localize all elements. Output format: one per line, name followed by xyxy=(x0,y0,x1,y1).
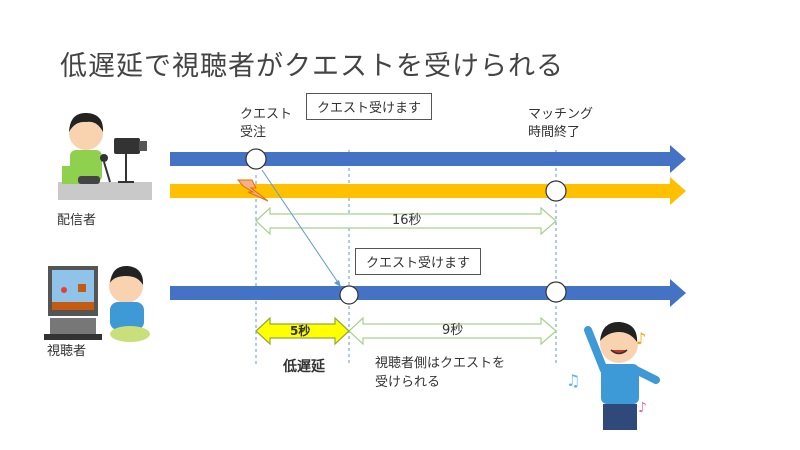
viewer-timeline-arrow xyxy=(170,279,686,307)
happy-viewer-illustration: ♪ ♫ ♪ xyxy=(566,321,660,430)
lightning-icon xyxy=(236,179,269,202)
low-latency-label: 低遅延 xyxy=(283,359,325,375)
five-seconds-label: 5秒 xyxy=(290,324,311,338)
svg-text:♫: ♫ xyxy=(566,371,580,390)
quest-request-box-viewer: クエスト受けます xyxy=(355,248,482,275)
svg-text:♪: ♪ xyxy=(636,329,646,348)
streamer-label: 配信者 xyxy=(57,213,97,228)
quest-accept-label-line1: クエスト xyxy=(240,107,293,122)
nine-seconds-label: 9秒 xyxy=(442,323,464,338)
sixteen-second-arrow xyxy=(255,206,557,236)
viewer-illustration xyxy=(44,265,150,342)
matching-end-marker-stream xyxy=(545,180,567,202)
streamer-illustration xyxy=(58,112,152,200)
viewer-label: 視聴者 xyxy=(47,344,87,359)
viewer-side-label-line2: 受けられる xyxy=(375,375,441,390)
svg-text:♪: ♪ xyxy=(638,400,647,416)
quest-request-box-top: クエスト受けます xyxy=(306,93,433,120)
quest-accept-marker xyxy=(245,148,267,170)
viewer-side-label-line1: 視聴者側はクエストを xyxy=(375,356,506,371)
matching-end-label-line2: 時間終了 xyxy=(528,125,581,140)
matching-end-label-line1: マッチング xyxy=(528,107,594,122)
matching-end-marker-viewer xyxy=(545,281,567,303)
quest-signal-line xyxy=(261,169,342,288)
quest-accept-label-line2: 受注 xyxy=(240,125,267,140)
sixteen-seconds-label: 16秒 xyxy=(392,213,422,228)
five-second-arrow xyxy=(255,316,350,346)
quest-signal-arrowhead xyxy=(334,280,341,287)
nine-second-arrow xyxy=(348,316,557,346)
slide-title: 低遅延で視聴者がクエストを受けられる xyxy=(60,51,564,82)
streamer-timeline-arrow xyxy=(170,145,686,173)
viewer-accept-marker xyxy=(339,285,359,305)
